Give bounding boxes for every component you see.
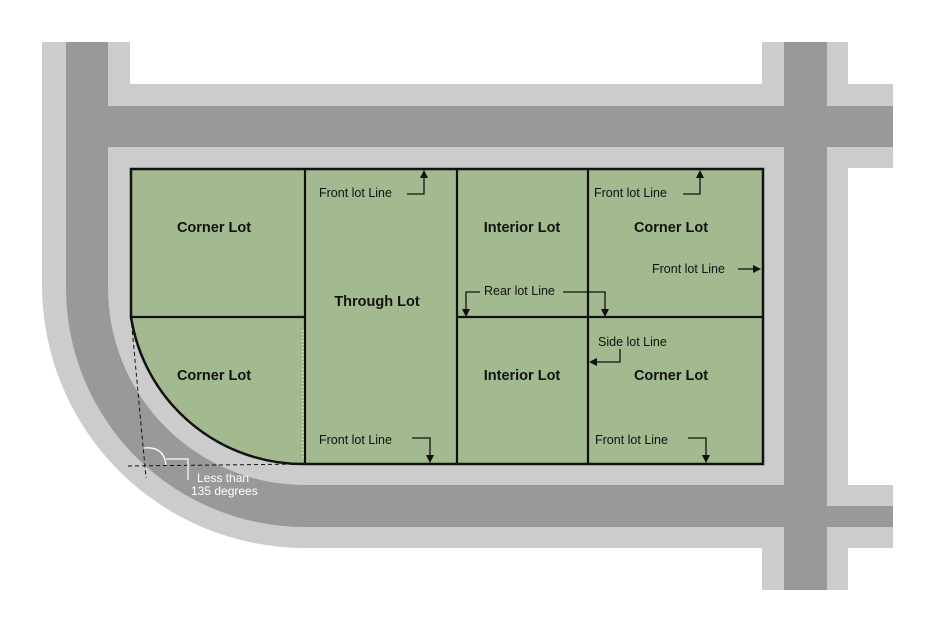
callout-front-through-bottom: Front lot Line bbox=[319, 433, 392, 447]
arrowhead-front-corner-tr-side bbox=[753, 265, 761, 273]
callout-front-corner-tr-side: Front lot Line bbox=[652, 262, 725, 276]
angle-arc bbox=[143, 447, 167, 466]
lot-label-corner-bottom-left: Corner Lot bbox=[177, 368, 251, 384]
callout-side: Side lot Line bbox=[598, 335, 667, 349]
arrowhead-front-corner-br-bottom bbox=[702, 455, 710, 463]
callout-rear: Rear lot Line bbox=[484, 284, 555, 298]
angle-annotation: Less than 135 degrees bbox=[127, 316, 306, 498]
arrowhead-side bbox=[589, 358, 597, 366]
arrow-front-through-top bbox=[407, 177, 425, 195]
angle-note-line2: 135 degrees bbox=[191, 484, 258, 498]
arrow-rear-left bbox=[465, 291, 480, 310]
arrow-side bbox=[596, 349, 621, 363]
callout-front-through-top: Front lot Line bbox=[319, 186, 392, 200]
arrowhead-rear-left bbox=[462, 309, 470, 317]
lot-label-interior-bottom: Interior Lot bbox=[484, 368, 561, 384]
lot-label-corner-top-right: Corner Lot bbox=[634, 220, 708, 236]
callouts: Front lot Line Front lot Line Front lot … bbox=[319, 170, 761, 463]
arrowhead-front-through-bottom bbox=[426, 455, 434, 463]
arrow-front-corner-br-bottom bbox=[688, 437, 707, 456]
arrowhead-front-corner-tr-top bbox=[696, 170, 704, 178]
lots: Corner Lot Corner Lot Through Lot Interi… bbox=[129, 167, 765, 466]
callout-front-corner-br-bottom: Front lot Line bbox=[595, 433, 668, 447]
lot-label-corner-top-left: Corner Lot bbox=[177, 220, 251, 236]
arrow-rear-right bbox=[563, 291, 606, 310]
lot-label-corner-bottom-right: Corner Lot bbox=[634, 368, 708, 384]
arrowhead-front-through-top bbox=[420, 170, 428, 178]
arrowhead-rear-right bbox=[601, 309, 609, 317]
callout-front-corner-tr-top: Front lot Line bbox=[594, 186, 667, 200]
tangent-line-vertical bbox=[130, 316, 147, 479]
arrow-front-through-bottom bbox=[412, 437, 431, 456]
angle-note-line1: Less than bbox=[197, 471, 249, 485]
tangent-line-horizontal bbox=[127, 463, 306, 467]
angle-leader bbox=[166, 458, 189, 480]
lot-label-interior-top: Interior Lot bbox=[484, 220, 561, 236]
arrow-front-corner-tr-top bbox=[683, 177, 701, 195]
lot-block bbox=[129, 167, 765, 466]
lot-label-through: Through Lot bbox=[334, 294, 420, 310]
